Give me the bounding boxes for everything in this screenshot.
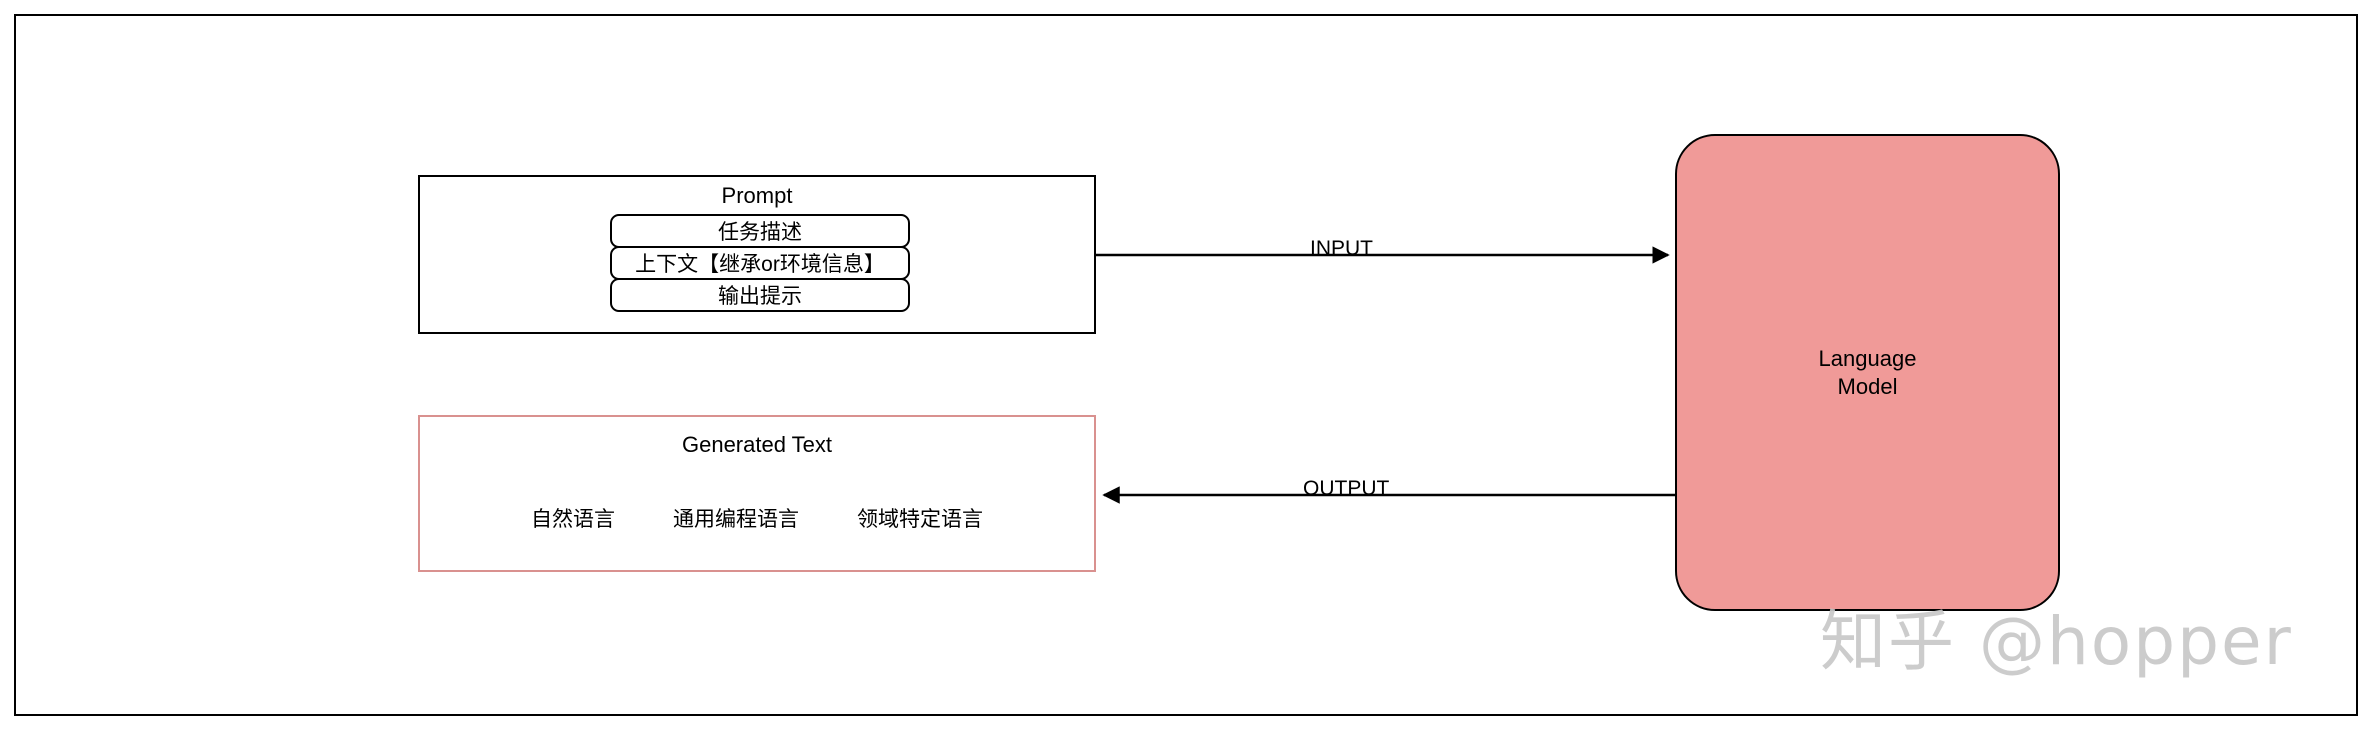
prompt-title: Prompt	[721, 183, 793, 208]
edge-label-input: INPUT	[1310, 237, 1373, 260]
language-model-node: Language Model	[1675, 134, 2060, 611]
language-model-label: Language Model	[1818, 345, 1917, 399]
zhihu-watermark: 知乎 @hopper	[1820, 603, 2293, 680]
prompt-item-context: 上下文【继承or环境信息】	[610, 246, 910, 280]
prompt-container: Prompt 任务描述 上下文【继承or环境信息】 输出提示	[418, 175, 1096, 334]
edge-label-output: OUTPUT	[1303, 477, 1390, 500]
prompt-item-list: 任务描述 上下文【继承or环境信息】 输出提示	[610, 214, 910, 312]
generated-text-container: Generated Text 自然语言 通用编程语言 领域特定语言	[418, 415, 1096, 572]
prompt-item-task-description: 任务描述	[610, 214, 910, 248]
prompt-item-output-hint: 输出提示	[610, 278, 910, 312]
generated-tag-domain-specific-language: 领域特定语言	[857, 508, 983, 531]
generated-text-title: Generated Text	[681, 432, 833, 457]
generated-tag-natural-language: 自然语言	[531, 508, 615, 531]
generated-tag-general-programming-language: 通用编程语言	[673, 508, 799, 531]
generated-text-tag-list: 自然语言 通用编程语言 领域特定语言	[420, 503, 1094, 533]
